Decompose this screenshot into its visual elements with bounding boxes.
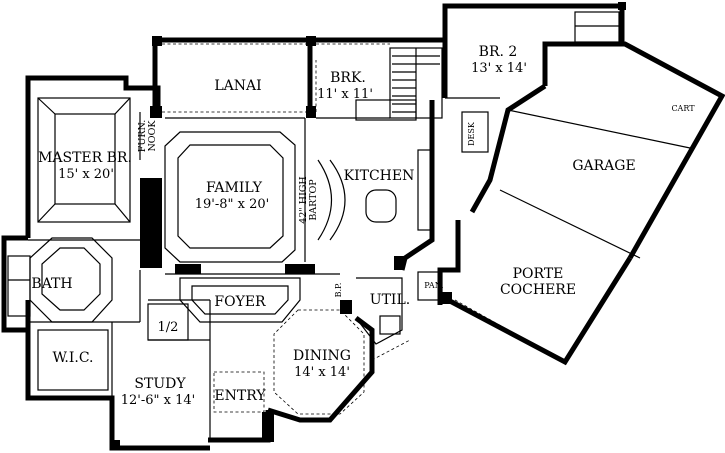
dining-label: DINING (293, 348, 351, 364)
dashed-openings (162, 43, 566, 363)
room-labels: LANAI BRK. 11' x 11' BR. 2 13' x 14' MAS… (31, 44, 635, 408)
brk-label: BRK. (330, 70, 366, 86)
bartop-label-2: BARTOP (308, 179, 319, 221)
porte-label-1: PORTE (513, 266, 564, 282)
br2-size: 13' x 14' (471, 61, 527, 76)
entry-label: ENTRY (214, 388, 266, 404)
furn-nook-label-2: NOOK (147, 120, 158, 152)
furn-nook-label-1: FURN. (137, 120, 148, 152)
desk-label: DESK (467, 121, 476, 146)
bp-label: B.P. (334, 283, 343, 298)
media-label: MEDIA (150, 224, 161, 259)
half-bath-label: 1/2 (158, 320, 179, 335)
foyer-label: FOYER (214, 294, 266, 310)
bartop-label-1: 42" HIGH (298, 176, 309, 223)
wic-label: W.I.C. (52, 350, 93, 366)
brk-size: 11' x 11' (317, 87, 373, 102)
garage-label: GARAGE (572, 158, 635, 174)
study-label: STUDY (134, 376, 186, 392)
interior-walls (7, 11, 691, 440)
cart-label: CART (671, 104, 695, 113)
pan-label: PAN. (424, 281, 443, 290)
study-size: 12'-6" x 14' (121, 393, 195, 408)
bath-label: BATH (31, 276, 72, 292)
porte-label-2: COCHERE (500, 282, 576, 298)
lanai-label: LANAI (214, 78, 261, 94)
kitchen-label: KITCHEN (344, 168, 415, 184)
master-size: 15' x 20' (58, 167, 114, 182)
br2-label: BR. 2 (479, 44, 518, 60)
util-label: UTIL. (370, 292, 410, 308)
annotation-labels: CART PAN. B.P. DESK MEDIA FURN. NOOK 42"… (137, 104, 695, 297)
family-label: FAMILY (206, 180, 263, 196)
dining-size: 14' x 14' (294, 365, 350, 380)
structural-columns (110, 2, 626, 450)
master-label: MASTER BR. (38, 150, 132, 166)
family-size: 19'-8" x 20' (195, 197, 269, 212)
